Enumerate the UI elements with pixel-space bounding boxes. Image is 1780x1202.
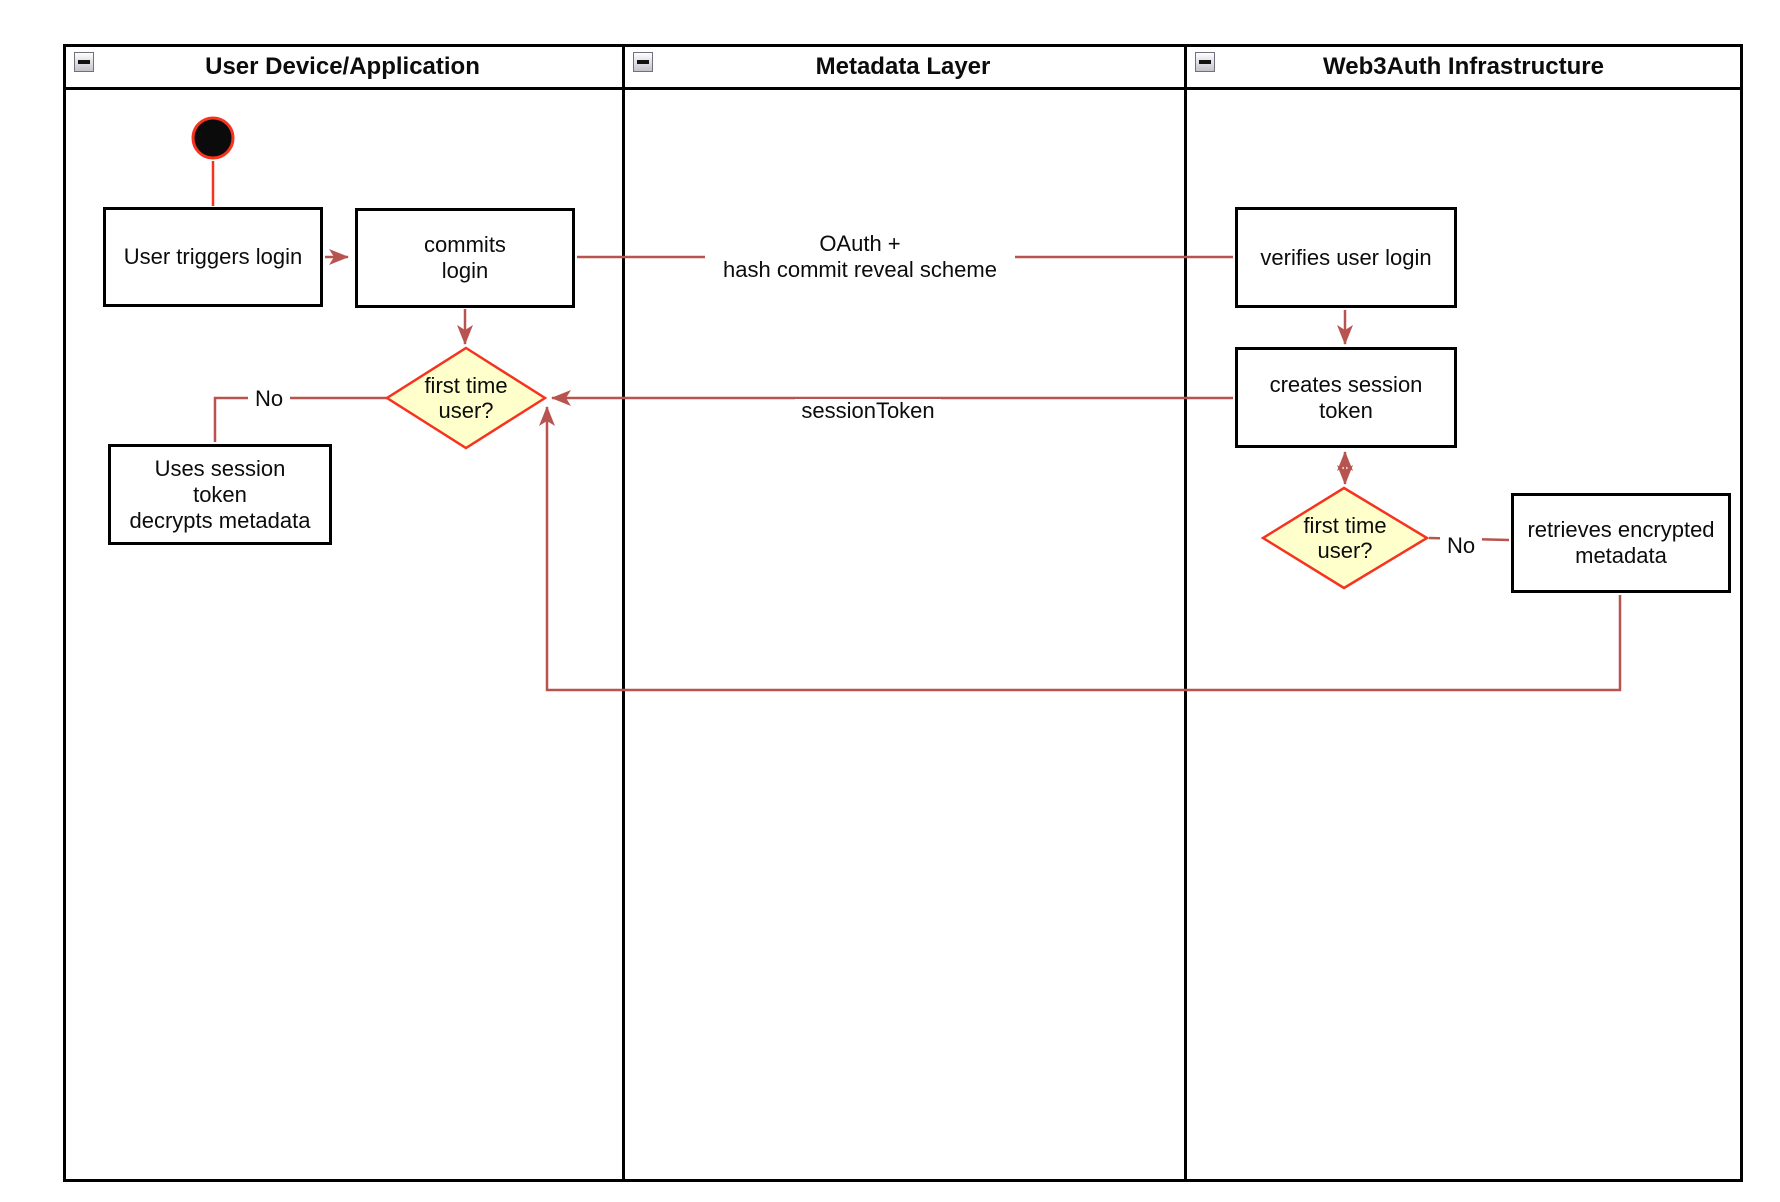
minus-icon [1199,60,1211,64]
lane-header-metadata-layer: Metadata Layer [625,47,1181,87]
lane-title-metadata-layer: Metadata Layer [815,53,991,80]
edge-label-no-left: No [248,386,290,411]
minus-icon [78,60,90,64]
node-creates-session-token: creates session token [1235,347,1457,448]
node-uses-session-token: Uses session token decrypts metadata [108,444,332,545]
lane-title-web3auth: Web3Auth Infrastructure [1323,53,1604,80]
edge-decision-1-no-to-uses-session [213,396,387,442]
lane-title-user-device: User Device/Application [205,53,480,80]
decision-diamond-2 [1260,486,1430,590]
collapse-lane-button[interactable] [1195,52,1215,72]
edge-label-oauth: OAuth + hash commit reveal scheme [705,230,1015,284]
collapse-lane-button[interactable] [74,52,94,72]
decision-2-label: first time user? [1303,513,1387,563]
lane-header-web3auth: Web3Auth Infrastructure [1187,47,1740,87]
lane-divider-2 [1184,44,1187,1182]
node-retrieves-encrypted-metadata: retrieves encrypted metadata [1511,493,1731,593]
node-user-triggers-login: User triggers login [103,207,323,307]
node-commits-login: commits login [355,208,575,308]
node-verifies-user-login: verifies user login [1235,207,1457,308]
lane-divider-1 [622,44,625,1182]
start-node [191,116,235,160]
collapse-lane-button[interactable] [633,52,653,72]
decision-1-label: first time user? [424,373,508,423]
edge-label-no-right: No [1440,533,1482,558]
minus-icon [637,60,649,64]
lane-header-user-device: User Device/Application [66,47,619,87]
header-divider [63,87,1743,90]
pool-frame [63,44,1743,1182]
decision-diamond-1 [384,346,548,450]
edge-retrieves-to-decision-1 [539,406,1622,692]
edge-label-session-token: sessionToken [795,398,941,423]
